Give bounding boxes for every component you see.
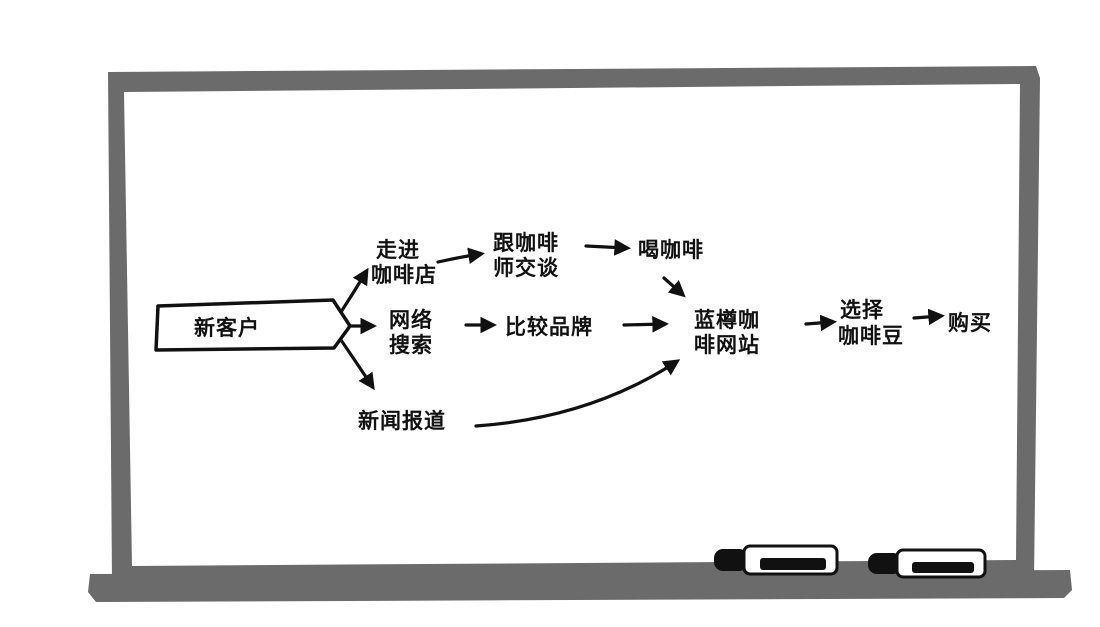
node-choose-beans: 选择 咖啡豆 [838, 298, 904, 348]
whiteboard [88, 66, 1072, 602]
arrow-compare-brands-to-blue-bottle-site [622, 315, 669, 333]
new-customer-label: 新客户 [194, 316, 260, 340]
arrow-blue-bottle-site-to-choose-beans [804, 314, 837, 332]
talk-to-barista-line-1: 跟咖啡 [493, 231, 559, 255]
purchase-label: 购买 [948, 311, 992, 335]
arrow-talk-to-barista-to-drink-coffee [584, 239, 631, 256]
node-blue-bottle-site: 蓝樽咖 啡网站 [694, 308, 760, 357]
marker-tray [88, 570, 1072, 602]
node-web-search: 网络 搜索 [389, 308, 433, 357]
choose-beans-line-2: 咖啡豆 [838, 324, 904, 348]
arrow-drink-coffee-to-blue-bottle-site [662, 276, 686, 298]
whiteboard-surface [124, 84, 1020, 566]
arrow-choose-beans-to-purchase [912, 308, 945, 326]
arrow-new-customer-to-walk-into-cafe [339, 267, 369, 314]
node-compare-brands: 比较品牌 [505, 315, 593, 339]
drink-coffee-label: 喝咖啡 [638, 238, 704, 262]
node-purchase: 购买 [948, 311, 992, 335]
walk-into-cafe-line-1: 走进 [376, 238, 420, 262]
talk-to-barista-line-2: 师交谈 [493, 256, 559, 280]
node-talk-to-barista: 跟咖啡 师交谈 [493, 231, 559, 280]
compare-brands-label: 比较品牌 [505, 315, 593, 339]
arrow-news-report-to-blue-bottle-site [474, 359, 681, 428]
choose-beans-line-1: 选择 [840, 298, 884, 322]
new-customer-box [154, 298, 352, 352]
marker-left[interactable] [714, 544, 839, 576]
web-search-line-1: 网络 [389, 308, 433, 332]
walk-into-cafe-line-2: 咖啡店 [371, 263, 437, 287]
arrow-new-customer-to-news-report [339, 338, 375, 391]
node-walk-into-cafe: 走进 咖啡店 [371, 238, 437, 287]
node-drink-coffee: 喝咖啡 [638, 238, 704, 262]
node-news-report: 新闻报道 [358, 409, 446, 433]
blue-bottle-site-line-2: 啡网站 [694, 333, 760, 357]
news-report-label: 新闻报道 [358, 409, 446, 433]
arrow-walk-into-cafe-to-talk-to-barista [436, 247, 485, 264]
web-search-line-2: 搜索 [389, 333, 433, 357]
blue-bottle-site-line-1: 蓝樽咖 [694, 308, 760, 332]
marker-right[interactable] [868, 548, 987, 579]
node-new-customer: 新客户 [154, 298, 352, 352]
